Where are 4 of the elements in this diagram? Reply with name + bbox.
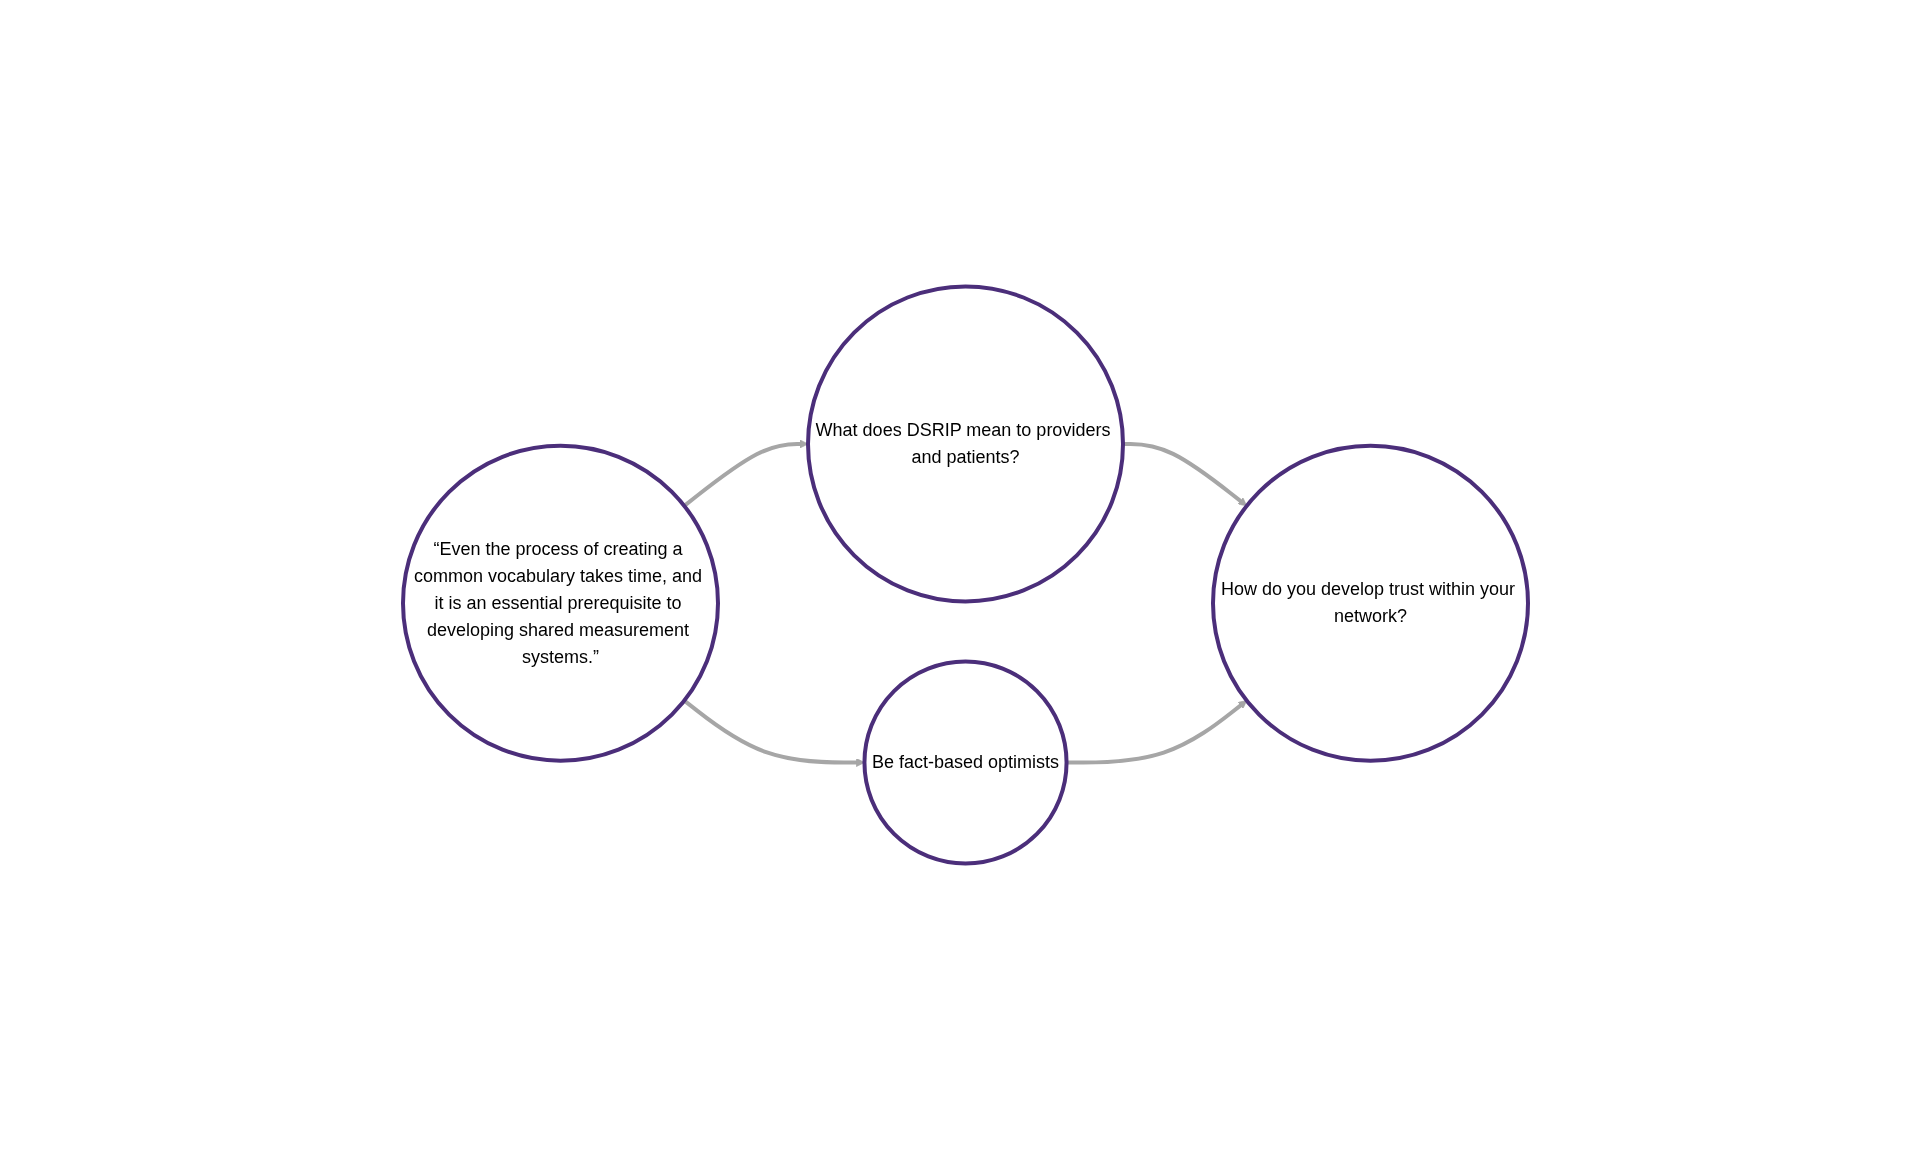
- node-circle: Be fact-based optimists: [862, 659, 1069, 866]
- node-circle: What does DSRIP mean to providers and patients?: [806, 284, 1125, 604]
- node-circle: “Even the process of creating a common vocabulary takes time, and it is an essential prerequisite to developing shared measurement systems.”: [401, 443, 720, 763]
- node-circle: How do you develop trust within your network?: [1211, 443, 1530, 763]
